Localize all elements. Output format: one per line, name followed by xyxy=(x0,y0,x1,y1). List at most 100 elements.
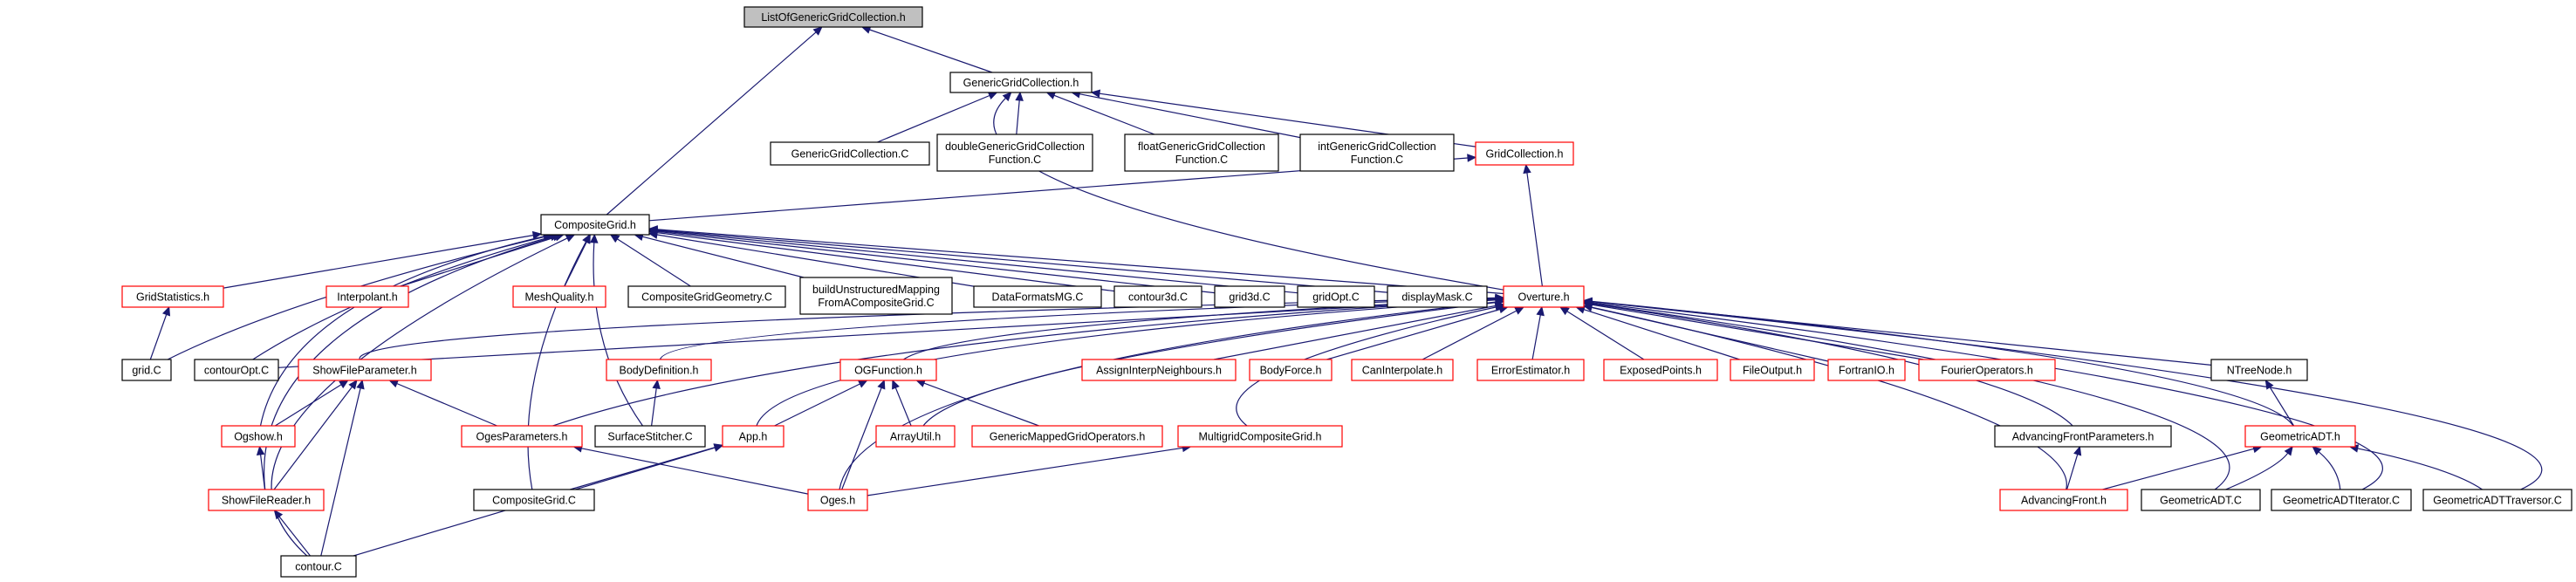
node-box[interactable] xyxy=(1297,285,1375,308)
node-box[interactable] xyxy=(298,359,432,381)
node-box[interactable] xyxy=(1827,359,1906,381)
node-box[interactable] xyxy=(839,359,937,381)
node-ogshow[interactable]: Ogshow.h xyxy=(221,425,296,448)
node-box[interactable] xyxy=(743,6,923,28)
node-cgC[interactable]: CompositeGrid.C xyxy=(473,489,595,511)
node-gmgo[interactable]: GenericMappedGridOperators.h xyxy=(971,425,1163,448)
node-box[interactable] xyxy=(208,489,325,511)
node-box[interactable] xyxy=(1214,285,1285,308)
node-ov[interactable]: Overture.h xyxy=(1503,285,1585,308)
node-box[interactable] xyxy=(1351,359,1454,381)
node-fop[interactable]: FourierOperators.h xyxy=(1918,359,2056,381)
node-fio[interactable]: FortranIO.h xyxy=(1827,359,1906,381)
node-box[interactable] xyxy=(512,285,606,308)
node-box[interactable] xyxy=(1081,359,1237,381)
node-au[interactable]: ArrayUtil.h xyxy=(875,425,956,448)
node-app[interactable]: App.h xyxy=(722,425,784,448)
node-ggcC[interactable]: GenericGridCollection.C xyxy=(770,141,930,166)
node-box[interactable] xyxy=(807,489,868,511)
node-af[interactable]: AdvancingFront.h xyxy=(1999,489,2128,511)
node-box[interactable] xyxy=(971,425,1163,448)
node-cg[interactable]: CompositeGrid.h xyxy=(540,214,650,236)
node-box[interactable] xyxy=(1476,359,1585,381)
node-lggc[interactable]: ListOfGenericGridCollection.h xyxy=(743,6,923,28)
node-ogesp[interactable]: OgesParameters.h xyxy=(461,425,583,448)
node-box[interactable] xyxy=(627,285,786,308)
node-gstat[interactable]: GridStatistics.h xyxy=(121,285,224,308)
node-ci[interactable]: CanInterpolate.h xyxy=(1351,359,1454,381)
node-box[interactable] xyxy=(722,425,784,448)
node-box[interactable] xyxy=(799,277,953,315)
node-box[interactable] xyxy=(936,134,1093,172)
node-c3d[interactable]: contour3d.C xyxy=(1113,285,1202,308)
node-box[interactable] xyxy=(1999,489,2128,511)
node-box[interactable] xyxy=(875,425,956,448)
node-box[interactable] xyxy=(949,72,1093,93)
node-box[interactable] xyxy=(2244,425,2356,448)
node-dfmg[interactable]: DataFormatsMG.C xyxy=(973,285,1102,308)
node-box[interactable] xyxy=(1177,425,1343,448)
node-sfr[interactable]: ShowFileReader.h xyxy=(208,489,325,511)
node-box[interactable] xyxy=(1249,359,1333,381)
node-box[interactable] xyxy=(1503,285,1585,308)
node-afp[interactable]: AdvancingFrontParameters.h xyxy=(1994,425,2172,448)
node-box[interactable] xyxy=(1299,134,1455,172)
node-copt[interactable]: contourOpt.C xyxy=(194,359,279,381)
node-mgcg[interactable]: MultigridCompositeGrid.h xyxy=(1177,425,1343,448)
node-box[interactable] xyxy=(540,214,650,236)
node-ggc[interactable]: GenericGridCollection.h xyxy=(949,72,1093,93)
node-box[interactable] xyxy=(1113,285,1202,308)
node-gopt[interactable]: gridOpt.C xyxy=(1297,285,1375,308)
node-box[interactable] xyxy=(121,359,172,381)
node-box[interactable] xyxy=(1475,141,1574,166)
node-gc[interactable]: GridCollection.h xyxy=(1475,141,1574,166)
node-box[interactable] xyxy=(221,425,296,448)
node-box[interactable] xyxy=(594,425,706,448)
node-box[interactable] xyxy=(1918,359,2056,381)
node-gridC[interactable]: grid.C xyxy=(121,359,172,381)
node-box[interactable] xyxy=(461,425,583,448)
node-box[interactable] xyxy=(973,285,1102,308)
node-interp[interactable]: Interpolant.h xyxy=(325,285,409,308)
node-gadtC[interactable]: GeometricADT.C xyxy=(2141,489,2261,511)
node-sfp[interactable]: ShowFileParameter.h xyxy=(298,359,432,381)
node-box[interactable] xyxy=(2141,489,2261,511)
node-ee[interactable]: ErrorEstimator.h xyxy=(1476,359,1585,381)
node-box[interactable] xyxy=(1124,134,1279,172)
node-bum[interactable]: buildUnstructuredMappingFromACompositeGr… xyxy=(799,277,953,315)
node-box[interactable] xyxy=(2271,489,2412,511)
node-ss[interactable]: SurfaceStitcher.C xyxy=(594,425,706,448)
node-box[interactable] xyxy=(606,359,712,381)
node-contourC[interactable]: contour.C xyxy=(280,555,357,578)
node-box[interactable] xyxy=(194,359,279,381)
node-ain[interactable]: AssignInterpNeighbours.h xyxy=(1081,359,1237,381)
node-gadtI[interactable]: GeometricADTIterator.C xyxy=(2271,489,2412,511)
node-box[interactable] xyxy=(2210,359,2308,381)
node-bd[interactable]: BodyDefinition.h xyxy=(606,359,712,381)
node-box[interactable] xyxy=(770,141,930,166)
node-oges[interactable]: Oges.h xyxy=(807,489,868,511)
node-ep[interactable]: ExposedPoints.h xyxy=(1603,359,1718,381)
node-box[interactable] xyxy=(1994,425,2172,448)
node-box[interactable] xyxy=(473,489,595,511)
node-gadt[interactable]: GeometricADT.h xyxy=(2244,425,2356,448)
node-box[interactable] xyxy=(1730,359,1815,381)
node-gadtT[interactable]: GeometricADTTraversor.C xyxy=(2422,489,2573,511)
node-cgg[interactable]: CompositeGridGeometry.C xyxy=(627,285,786,308)
node-ogf[interactable]: OGFunction.h xyxy=(839,359,937,381)
node-box[interactable] xyxy=(1603,359,1718,381)
node-box[interactable] xyxy=(1387,285,1488,308)
node-mq[interactable]: MeshQuality.h xyxy=(512,285,606,308)
node-g3d[interactable]: grid3d.C xyxy=(1214,285,1285,308)
node-ntn[interactable]: NTreeNode.h xyxy=(2210,359,2308,381)
node-fo[interactable]: FileOutput.h xyxy=(1730,359,1815,381)
node-box[interactable] xyxy=(325,285,409,308)
node-box[interactable] xyxy=(280,555,357,578)
node-box[interactable] xyxy=(2422,489,2573,511)
node-box[interactable] xyxy=(121,285,224,308)
node-dmask[interactable]: displayMask.C xyxy=(1387,285,1488,308)
node-bf[interactable]: BodyForce.h xyxy=(1249,359,1333,381)
